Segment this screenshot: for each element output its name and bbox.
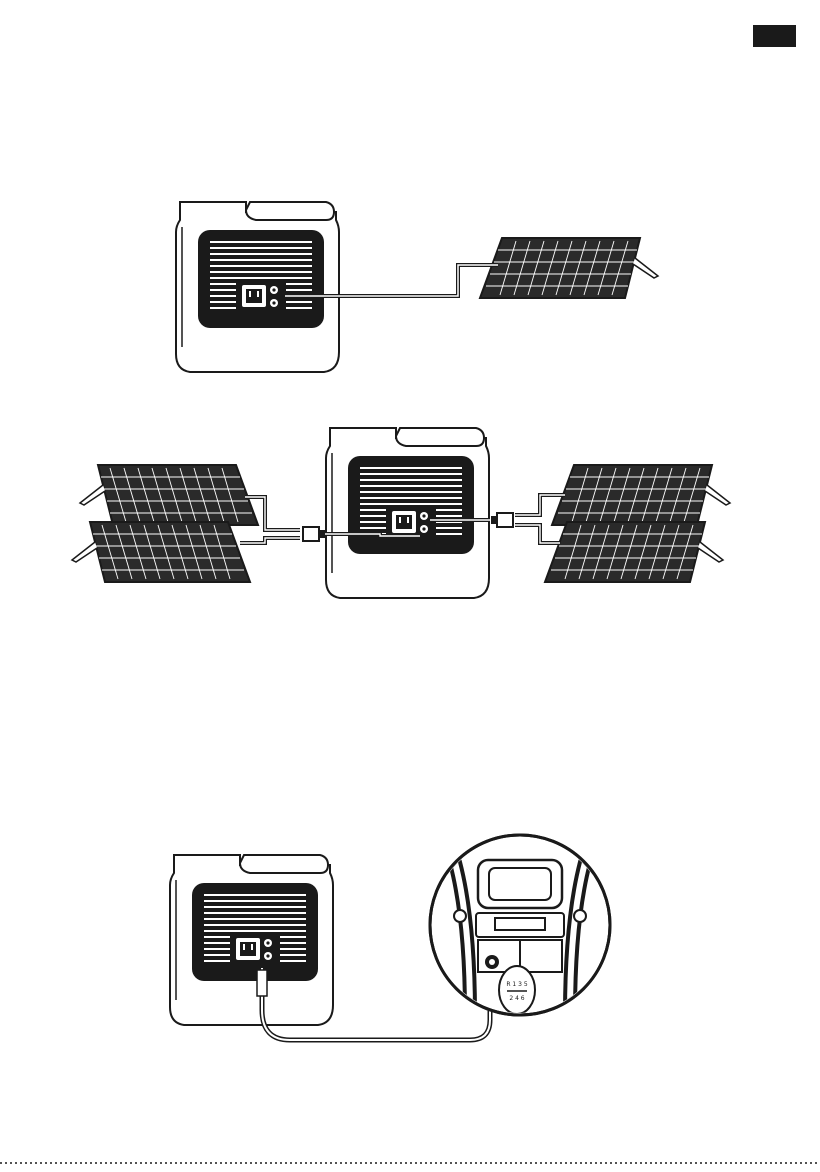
figure-four-panels-parallel <box>72 428 730 598</box>
gear-pattern-top: R 1 3 5 <box>506 981 528 988</box>
power-station-rear <box>170 855 333 1025</box>
power-station-rear <box>326 428 489 598</box>
car-outlet-detail: R 1 3 5 2 4 6 <box>430 835 610 1015</box>
figure-car-charging: R 1 3 5 2 4 6 <box>170 835 610 1040</box>
solar-panel-left-bottom <box>72 522 250 582</box>
parallel-connector-left <box>303 527 325 541</box>
section-tab-marker <box>753 25 796 47</box>
gear-pattern-bottom: 2 4 6 <box>509 995 524 1002</box>
parallel-connector-right <box>491 513 513 527</box>
solar-panel-right-top <box>552 465 730 525</box>
power-station-rear <box>176 202 339 372</box>
solar-panel-left-top <box>80 465 258 525</box>
solar-panel <box>480 238 658 298</box>
figure-single-panel <box>176 202 658 372</box>
solar-panel-right-bottom <box>545 522 723 582</box>
